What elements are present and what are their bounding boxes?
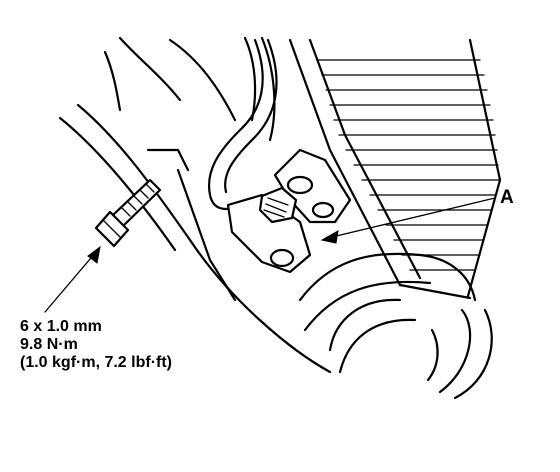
torque-alt: (1.0 kgf·m, 7.2 lbf·ft) [20,354,173,371]
ac-pipe [207,38,278,211]
torque-nm: 9.8 N·m [20,336,78,353]
bolt [94,178,162,248]
lower-hoses [298,252,493,400]
spec-arrow [44,245,101,313]
fitting-nut [258,186,298,224]
bolt-size: 6 x 1.0 mm [20,318,102,335]
bolt-torque-spec: 6 x 1.0 mm 9.8 N·m (1.0 kgf·m, 7.2 lbf·f… [20,318,172,372]
condenser-core [288,38,502,300]
body-panel [58,36,332,374]
pipe-flange [226,148,352,274]
callout-arrow [320,197,496,244]
callout-label-a: A [500,187,514,208]
